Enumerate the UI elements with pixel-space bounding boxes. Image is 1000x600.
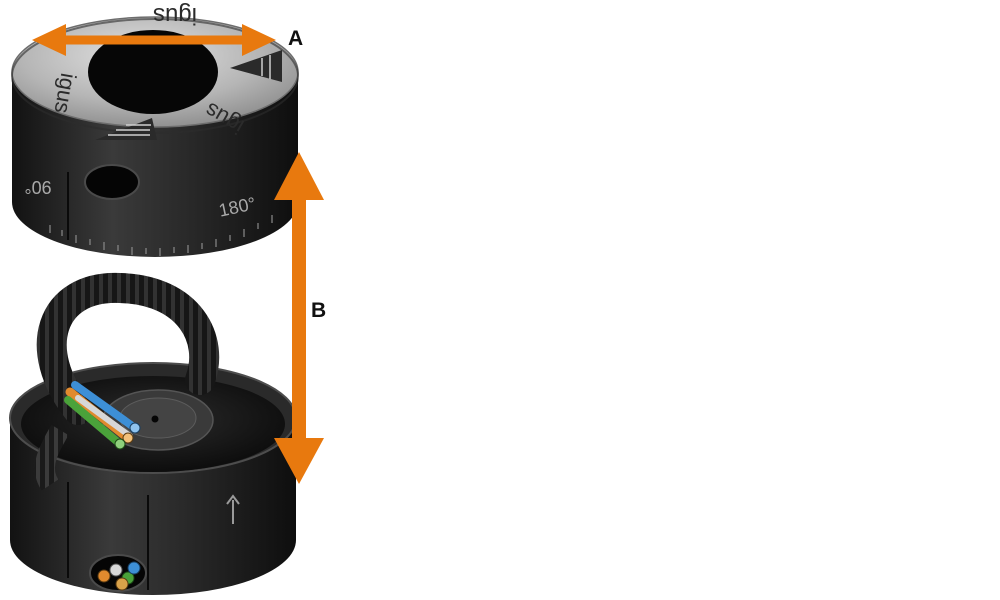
lid-cable-opening xyxy=(84,164,140,200)
wire-bundle xyxy=(64,381,141,450)
lid-center-hole xyxy=(88,30,218,114)
dimension-arrow-b xyxy=(274,152,324,484)
housing-component xyxy=(9,272,297,595)
dimension-label-a: A xyxy=(288,27,304,50)
corrugated-hose xyxy=(36,272,220,425)
dimension-label-b: B xyxy=(311,299,327,322)
dimension-arrow-a xyxy=(32,24,276,56)
scale-ticks xyxy=(49,215,273,256)
up-arrow-mark xyxy=(226,494,240,524)
angle-label-90: 90° xyxy=(24,177,51,197)
lid-brand-text-top: igus xyxy=(153,2,197,29)
